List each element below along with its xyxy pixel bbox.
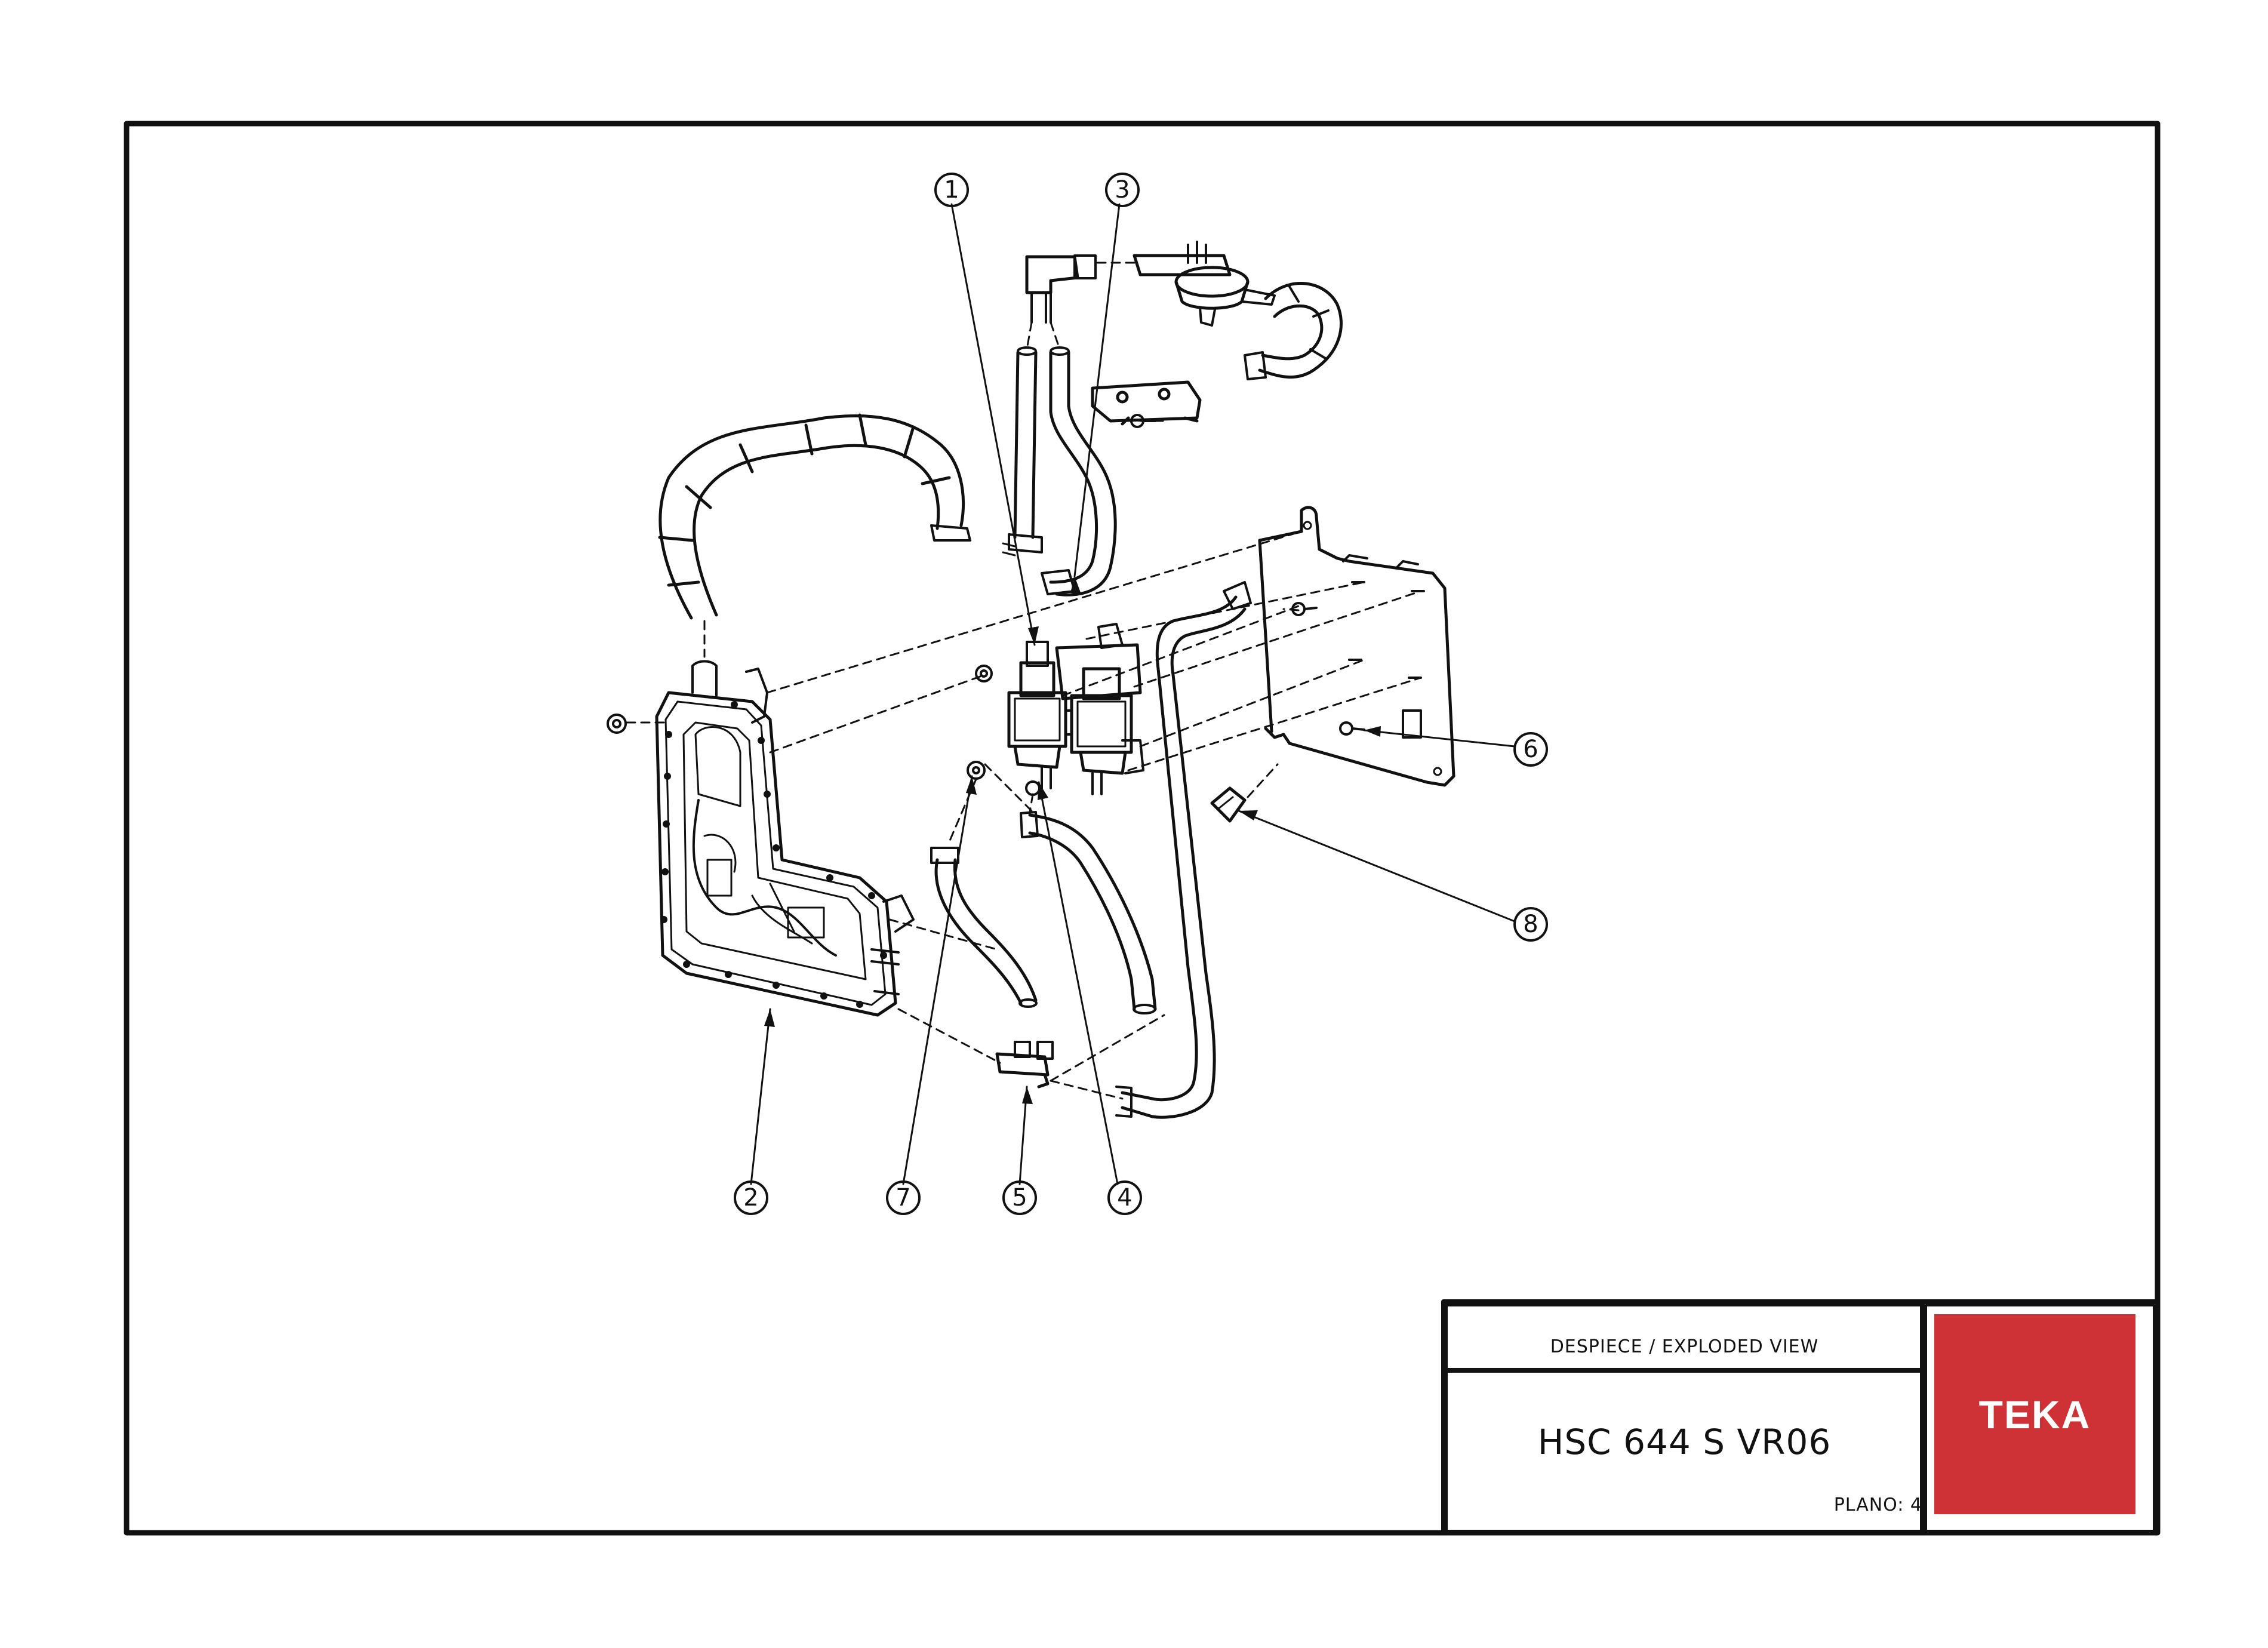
part-pressure-switch-hoses [1002,254,1117,597]
callout-circles [734,173,1548,1215]
hose-top-right-curve [1244,282,1343,380]
title-block-frame [1441,1299,2160,1535]
part-mounting-bracket [1258,506,1455,787]
callout-2 [734,1180,768,1215]
part-2-steam-generator [655,660,915,1017]
callout-label-3: 3 [1115,176,1130,204]
title-block-subtitle: DESPIECE / EXPLODED VIEW [1550,1336,1819,1357]
nut-part-7 [967,761,986,780]
teka-logo-text: TEKA [1978,1392,2091,1437]
callout-5 [1002,1180,1037,1215]
callout-label-5: 5 [1012,1184,1027,1212]
callout-label-7: 7 [895,1184,910,1212]
callout-8 [1513,907,1548,942]
callout-arrowheads [764,576,1381,1104]
nut-valve-left [975,665,993,682]
part-8-clip [1210,786,1247,823]
callout-1 [934,173,969,207]
callout-label-4: 4 [1117,1184,1132,1212]
callout-label-1: 1 [944,176,959,204]
callout-7 [886,1180,921,1215]
callout-4 [1107,1180,1142,1215]
callout-label-8: 8 [1523,911,1538,938]
teka-logo [1934,1314,2135,1514]
title-block-plano: PLANO: 4 [1833,1494,1922,1515]
nut-tank-left [607,714,627,734]
nut-valve-lower [1025,780,1041,796]
solenoid-valve-assembly [1007,623,1144,795]
hose-long-right [1115,581,1252,1119]
screws-bracket [1291,581,1425,736]
callout-leaders [750,203,1516,1185]
callout-6 [1513,732,1548,767]
callout-label-6: 6 [1523,736,1538,763]
drawing-frame [124,121,2161,1536]
hose-top-loop [658,413,971,620]
part-5-t-connector [995,1041,1054,1089]
callout-3 [1105,173,1140,207]
bracket-small [1091,380,1202,426]
pressure-switch [1133,241,1276,327]
title-block-model: HSC 644 S VR06 [1537,1422,1832,1462]
assembly-dashed-lines [626,262,1422,1100]
callout-label-2: 2 [743,1184,758,1212]
part-4-hose [1020,811,1157,1014]
